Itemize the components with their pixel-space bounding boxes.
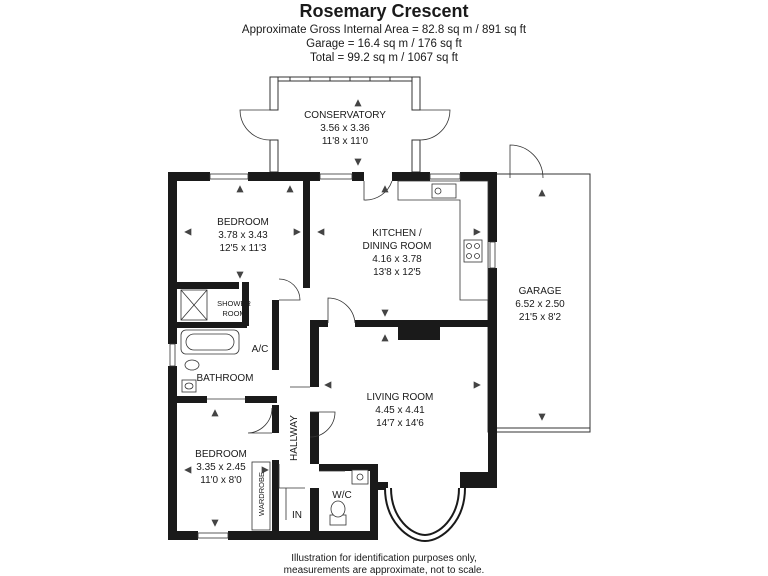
wc-label: W/C (332, 490, 351, 501)
living-room-imperial: 14'7 x 14'6 (376, 418, 424, 429)
bathroom-label: BATHROOM (196, 373, 253, 384)
garage-metric: 6.52 x 2.50 (515, 299, 565, 310)
wardrobe-label: WARDROBE (257, 472, 266, 516)
conservatory-metric: 3.56 x 3.36 (320, 123, 370, 134)
disclaimer-line-2: measurements are approximate, not to sca… (283, 565, 485, 576)
living-room-metric: 4.45 x 4.41 (375, 405, 425, 416)
doors (207, 180, 393, 520)
kitchen-label-1: KITCHEN / (372, 228, 422, 239)
garage-imperial: 21'5 x 8'2 (519, 312, 562, 323)
disclaimer-line-1: Illustration for identification purposes… (291, 553, 477, 564)
bedroom2-imperial: 11'0 x 8'0 (200, 475, 242, 486)
bedroom2-metric: 3.35 x 2.45 (196, 462, 246, 473)
bedroom1-label: BEDROOM (217, 217, 269, 228)
shower-label-1: SHOWER (217, 299, 251, 308)
exterior-walls (168, 172, 497, 540)
fixtures (180, 180, 489, 531)
conservatory-label: CONSERVATORY (304, 110, 386, 121)
garage-area: Garage = 16.4 sq m / 176 sq ft (306, 38, 462, 50)
shower-label-2: ROOM (222, 309, 245, 318)
kitchen-imperial: 13'8 x 12'5 (373, 267, 421, 278)
plan-title: Rosemary Crescent (299, 1, 469, 21)
entrance-label: IN (292, 510, 302, 521)
garage-label: GARAGE (519, 286, 562, 297)
bedroom1-metric: 3.78 x 3.43 (218, 230, 268, 241)
kitchen-label-2: DINING ROOM (363, 241, 432, 252)
bay-window (384, 487, 466, 543)
dimension-markers (184, 99, 546, 527)
bedroom2-label: BEDROOM (195, 449, 247, 460)
bedroom1-imperial: 12'5 x 11'3 (219, 243, 266, 254)
hallway-label: HALLWAY (289, 415, 300, 461)
conservatory-structure (239, 76, 451, 173)
windows (169, 173, 496, 539)
living-room-label: LIVING ROOM (367, 392, 434, 403)
conservatory-imperial: 11'8 x 11'0 (322, 136, 369, 147)
gross-internal-area: Approximate Gross Internal Area = 82.8 s… (241, 24, 527, 36)
ac-label: A/C (252, 344, 269, 355)
total-area: Total = 99.2 sq m / 1067 sq ft (310, 52, 458, 64)
kitchen-metric: 4.16 x 3.78 (372, 254, 422, 265)
